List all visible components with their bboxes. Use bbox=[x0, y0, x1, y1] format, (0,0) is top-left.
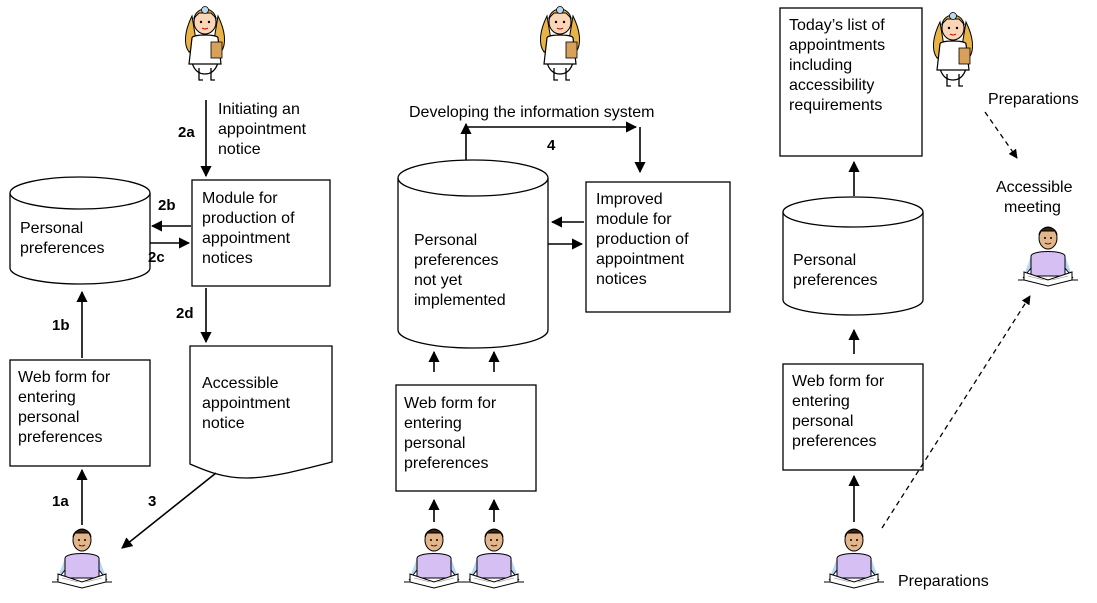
person-reading-icon bbox=[51, 528, 113, 589]
initiating-label: Initiating an appointment notice bbox=[218, 101, 311, 158]
doctor-icon bbox=[932, 11, 974, 87]
dashed-arrow-to-meeting bbox=[984, 111, 1018, 159]
panel-3: Today’s list of appointments including a… bbox=[779, 7, 1079, 590]
accessible-notice-document: Accessible appointment notice bbox=[189, 345, 333, 479]
person-reading-icon bbox=[403, 528, 465, 589]
doctor-icon bbox=[539, 5, 581, 81]
meeting-label: Accessible meeting bbox=[996, 179, 1077, 216]
step-2d-label: 2d bbox=[176, 305, 194, 322]
person-reading-icon bbox=[823, 528, 885, 589]
module-label: Module for production of appointment not… bbox=[202, 190, 299, 267]
panel-1: Initiating an appointment notice 2a Pers… bbox=[9, 5, 333, 589]
db-label: Personal preferences bbox=[20, 220, 105, 257]
module-label: Improved module for production of appoin… bbox=[596, 191, 693, 288]
arrow-3 bbox=[121, 472, 217, 549]
preferences-not-implemented-database: Personal preferences not yet implemented bbox=[397, 159, 549, 349]
step-1a-label: 1a bbox=[52, 493, 69, 510]
panel2-title: Developing the information system bbox=[409, 104, 654, 121]
step-4-label: 4 bbox=[547, 137, 556, 154]
doctor-icon bbox=[184, 5, 226, 81]
list-label: Today’s list of appointments including a… bbox=[789, 17, 890, 114]
step-2c-label: 2c bbox=[148, 249, 165, 266]
module-production-box: Module for production of appointment not… bbox=[191, 179, 331, 287]
personal-preferences-database: Personal preferences bbox=[782, 196, 924, 316]
personal-preferences-database: Personal preferences bbox=[9, 176, 151, 285]
webform-label: Web form for entering personal preferenc… bbox=[404, 395, 501, 472]
web-form-box: Web form for entering personal preferenc… bbox=[9, 359, 151, 467]
webform-label: Web form for entering personal preferenc… bbox=[792, 373, 889, 450]
panel-2: Developing the information system 4 Pers… bbox=[395, 5, 731, 589]
step-2b-label: 2b bbox=[158, 197, 176, 214]
person-reading-icon bbox=[463, 528, 525, 589]
web-form-box: Web form for entering personal preferenc… bbox=[395, 384, 537, 492]
person-reading-icon bbox=[1017, 226, 1079, 287]
improved-module-box: Improved module for production of appoin… bbox=[585, 181, 731, 313]
webform-label: Web form for entering personal preferenc… bbox=[18, 369, 115, 446]
dashed-arrow-user-to-meeting bbox=[881, 295, 1031, 529]
step-3-label: 3 bbox=[148, 493, 156, 510]
todays-list-box: Today’s list of appointments including a… bbox=[779, 7, 923, 157]
step-2a-label: 2a bbox=[178, 124, 195, 141]
web-form-box: Web form for entering personal preferenc… bbox=[782, 363, 924, 471]
step-1b-label: 1b bbox=[52, 317, 70, 334]
notice-label: Accessible appointment notice bbox=[202, 375, 295, 432]
db-label: Personal preferences not yet implemented bbox=[414, 232, 506, 309]
preparations-bottom-label: Preparations bbox=[898, 573, 989, 590]
db-label: Personal preferences bbox=[793, 252, 878, 289]
preparations-top-label: Preparations bbox=[988, 91, 1079, 108]
